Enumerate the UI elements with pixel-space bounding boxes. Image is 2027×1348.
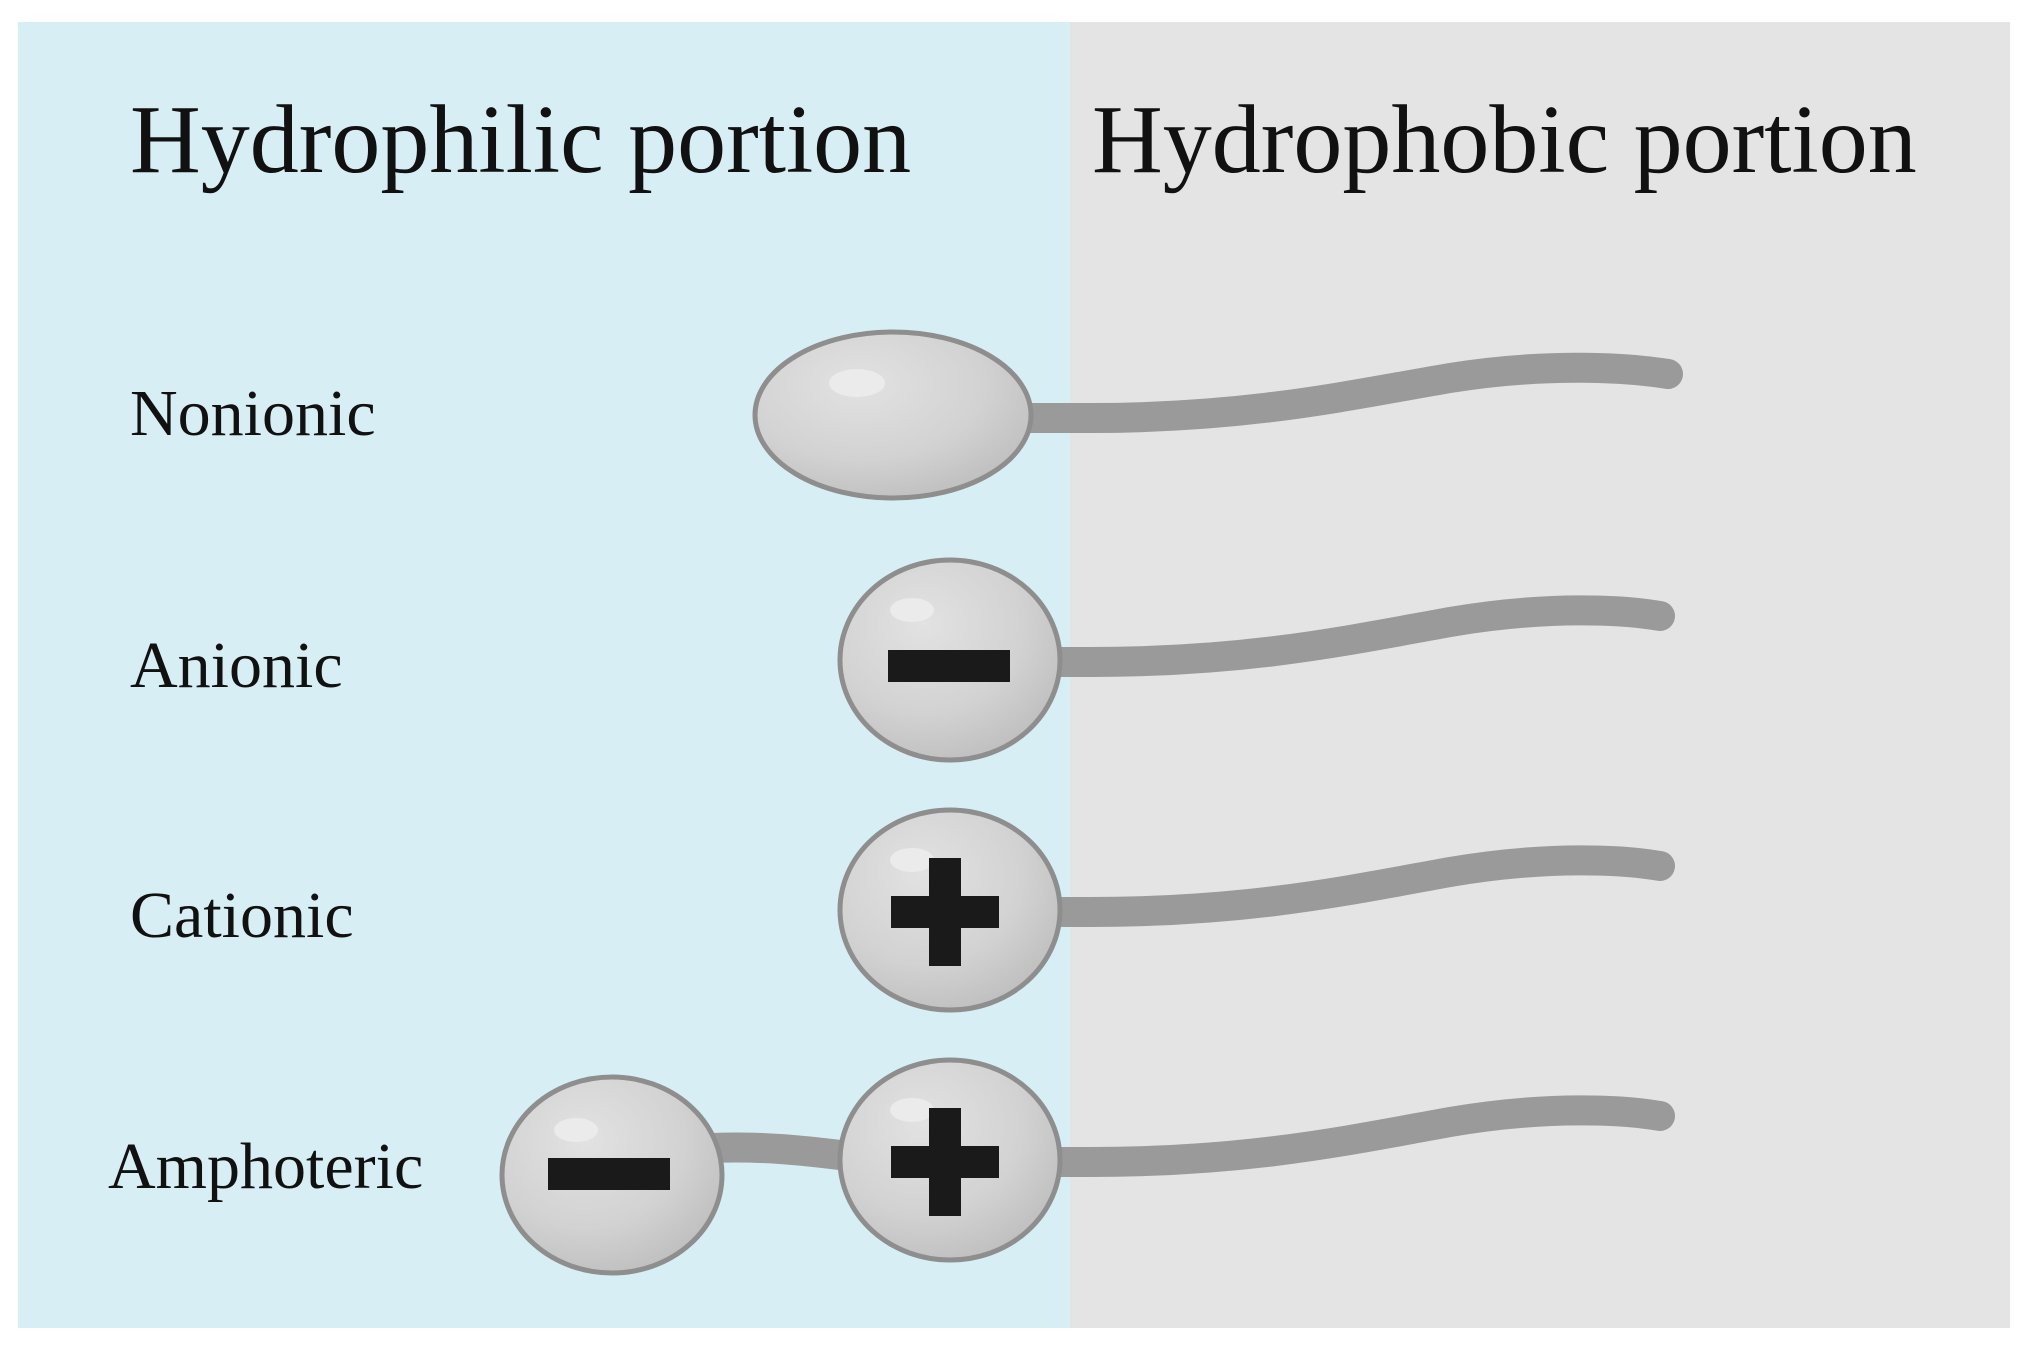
head-nonionic bbox=[752, 329, 1034, 501]
row-label-nonionic: Nonionic bbox=[130, 377, 376, 450]
tail-amphoteric bbox=[1045, 1095, 1675, 1177]
head-anionic bbox=[837, 557, 1063, 763]
head-amphoteric-plus bbox=[837, 1057, 1063, 1263]
minus-icon bbox=[888, 650, 1010, 682]
row-label-anionic: Anionic bbox=[130, 629, 343, 702]
hydrophobic-title: Hydrophobic portion bbox=[1092, 86, 1917, 194]
tail-anionic bbox=[1045, 595, 1675, 677]
row-label-cationic: Cationic bbox=[130, 879, 354, 952]
amphoteric-linker bbox=[697, 1132, 863, 1171]
head-amphoteric-minus bbox=[499, 1074, 725, 1276]
row-label-amphoteric: Amphoteric bbox=[108, 1130, 423, 1203]
minus-icon bbox=[548, 1158, 670, 1190]
tail-cationic bbox=[1045, 845, 1675, 927]
tail-nonionic bbox=[1015, 352, 1683, 433]
hydrophobic-panel bbox=[1070, 22, 2010, 1328]
hydrophilic-title: Hydrophilic portion bbox=[130, 86, 911, 194]
head-cationic bbox=[837, 807, 1063, 1013]
